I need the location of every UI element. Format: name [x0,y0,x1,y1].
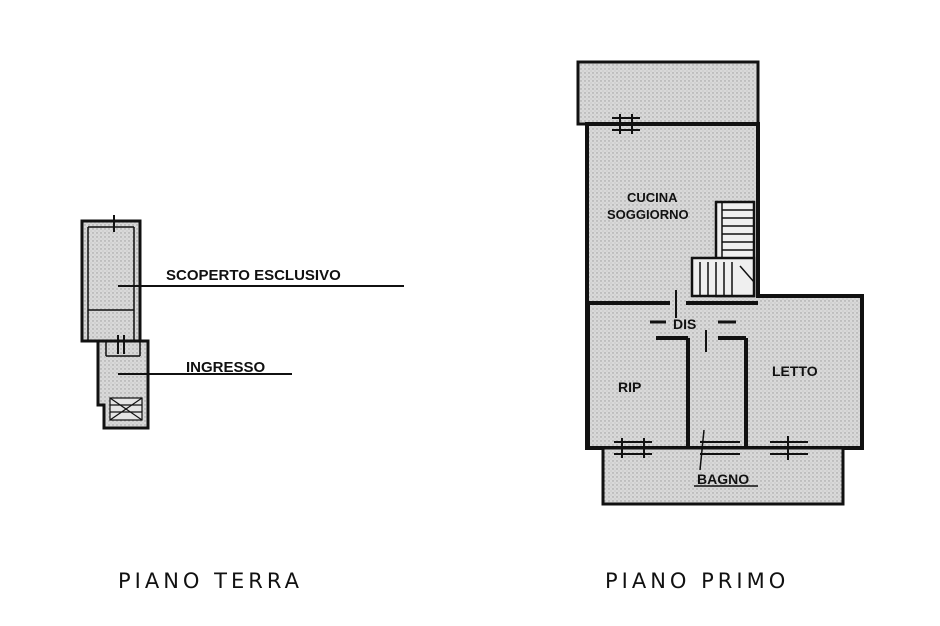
label-scoperto-esclusivo: SCOPERTO ESCLUSIVO [166,267,341,284]
interior-walls [586,290,758,448]
first-floor-plan: CUCINA SOGGIORNO DIS RIP LETTO BAGNO [576,60,864,506]
top-balcony [576,60,760,126]
scoperto-area [80,219,142,343]
caption-piano-primo: PIANO PRIMO [605,569,789,593]
bagno-leader-line [699,429,705,471]
ground-floor-plan: SCOPERTO ESCLUSIVO INGRESSO [80,215,404,430]
label-letto: LETTO [772,363,818,379]
label-ingresso: INGRESSO [186,359,266,376]
label-soggiorno: SOGGIORNO [607,207,689,222]
label-bagno: BAGNO [697,471,749,487]
label-cucina: CUCINA [627,190,678,205]
label-rip: RIP [618,379,641,395]
label-dis: DIS [673,316,696,332]
staircase [690,200,756,298]
ingresso-stairs [109,397,143,421]
caption-piano-terra: PIANO TERRA [118,569,303,593]
